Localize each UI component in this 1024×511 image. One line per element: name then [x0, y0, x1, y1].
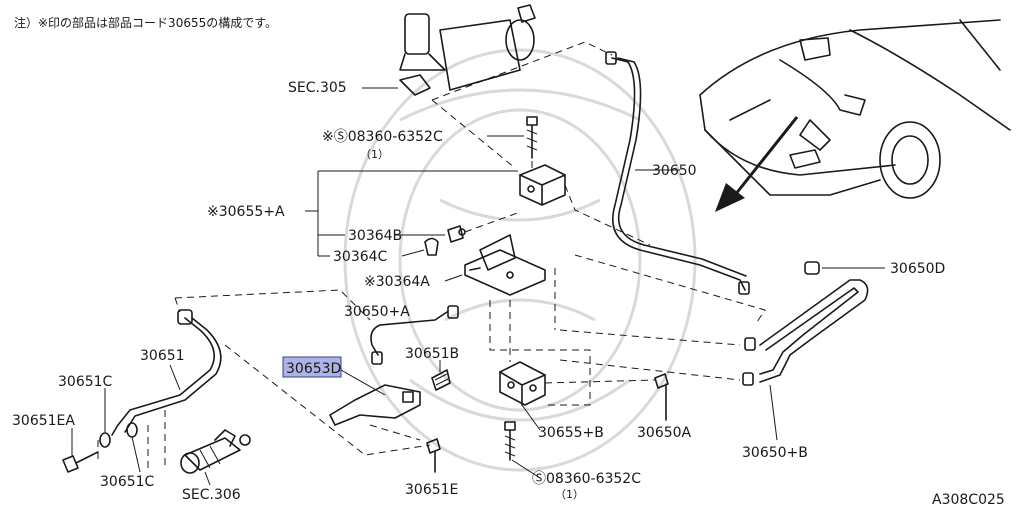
label-30364a: ※30364A [364, 274, 430, 290]
label-30655a: ※30655+A [207, 204, 285, 220]
label-30650a: 30650A [637, 425, 692, 441]
label-30650a-plus: 30650+A [344, 304, 410, 320]
pipe-30650d [742, 261, 869, 386]
label-sec306: SEC.306 [182, 487, 241, 503]
label-30653d[interactable]: 30653D [286, 361, 341, 377]
pipe-30650 [605, 51, 750, 295]
leader-30364c-b [401, 249, 425, 257]
label-sec305: SEC.305 [288, 80, 347, 96]
washer-30651c-top [99, 432, 111, 448]
bolt-30651e [426, 438, 441, 473]
bracket-30364a [464, 234, 546, 296]
label-bolt-bottom-qty: （1） [555, 488, 584, 501]
leader-sec306 [204, 471, 211, 486]
pipe-30651 [111, 309, 222, 436]
label-bolt-top-qty: （1） [360, 148, 389, 161]
clip-30364c [424, 237, 439, 256]
header-note: 注）※印の部品は部品コード30655の構成です。 [14, 15, 277, 30]
slave-cylinder-sec306 [180, 429, 251, 474]
label-30655b: 30655+B [538, 425, 604, 441]
label-bolt-bottom: Ⓢ08360-6352C [532, 471, 641, 487]
bolt-top [487, 116, 538, 159]
label-bolt-top: ※Ⓢ08360-6352C [322, 129, 443, 145]
label-30650d: 30650D [890, 261, 945, 277]
highlight-30653d [282, 356, 342, 378]
leader-30651 [169, 364, 181, 391]
leader-30651c-bottom [131, 436, 141, 473]
label-30364c: 30364C [333, 249, 388, 265]
diagram-code: A308C025 [932, 492, 1005, 508]
fitting-30364b [447, 225, 466, 243]
label-30364b: 30364B [348, 228, 402, 244]
leader-30364a [444, 274, 463, 282]
label-30650: 30650 [652, 163, 697, 179]
car-front-illustration [699, 19, 1011, 199]
clip-30651b [431, 369, 451, 391]
label-30650b: 30650+B [742, 445, 808, 461]
master-cylinder-sec305 [362, 4, 536, 96]
label-30651ea: 30651EA [12, 413, 75, 429]
label-30651c-bottom: 30651C [100, 474, 155, 490]
bracket-30653d [329, 384, 421, 426]
bolt-30651ea [62, 451, 99, 473]
washer-30651c-bottom [126, 422, 138, 438]
assembly-guide-lines [97, 41, 766, 470]
leader-30650b [769, 384, 778, 441]
bolt-30650a [654, 373, 669, 421]
direction-arrow [715, 116, 799, 212]
leader-30655b [521, 404, 541, 431]
label-30651b: 30651B [405, 346, 459, 362]
pipe-30650a-plus [370, 305, 459, 365]
leader-30653d [340, 369, 386, 396]
label-30651: 30651 [140, 348, 185, 364]
bolt-bottom [504, 421, 541, 479]
connector-block-30655a [519, 164, 566, 206]
label-30651e: 30651E [405, 482, 458, 498]
connector-block-30655b [499, 361, 546, 406]
watermark-emblem [343, 48, 697, 472]
label-30651c-top: 30651C [58, 374, 113, 390]
